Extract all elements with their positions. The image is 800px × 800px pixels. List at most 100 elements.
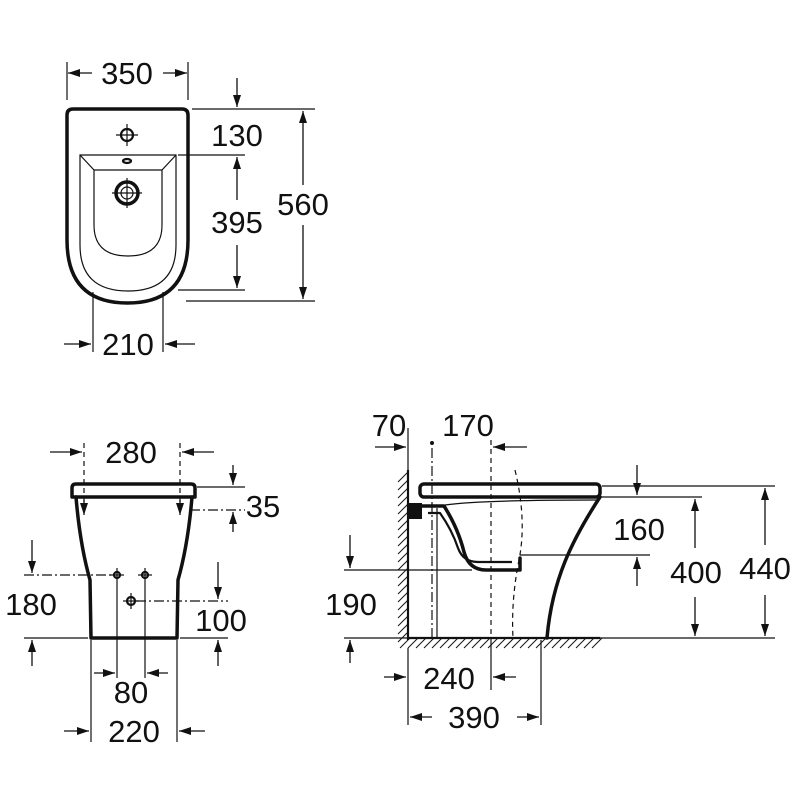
dimension-inlet-height-right: 100 xyxy=(136,562,247,666)
hatch-line xyxy=(397,479,409,491)
hatch-line xyxy=(407,637,419,649)
hatch-line xyxy=(397,503,409,515)
label-130: 130 xyxy=(211,118,263,153)
hatch-line xyxy=(455,637,467,649)
hatch-line xyxy=(479,637,491,649)
hatch-line xyxy=(503,637,515,649)
hatch-line xyxy=(397,623,409,635)
hatch-line xyxy=(397,599,409,611)
hatch-line xyxy=(487,637,499,649)
hatch-line xyxy=(591,637,603,649)
hatch-line xyxy=(397,575,409,587)
hatch-line xyxy=(397,495,409,507)
hatch-line xyxy=(519,637,531,649)
wall-connector xyxy=(408,503,422,519)
dimension-bowl-length: 395 xyxy=(178,154,263,291)
basin-corner-line xyxy=(161,154,177,171)
dimension-lid-height: 35 xyxy=(190,465,280,532)
label-350: 350 xyxy=(101,56,153,91)
dimension-width-top: 280 xyxy=(50,435,214,515)
label-560: 560 xyxy=(277,187,329,222)
hatch-line xyxy=(415,637,427,649)
hatch-line xyxy=(397,511,409,523)
top-view: 350 130 395 560 210 xyxy=(64,56,329,362)
label-440: 440 xyxy=(739,551,791,586)
hatch-line xyxy=(527,637,539,649)
label-170: 170 xyxy=(442,408,494,443)
hatch-line xyxy=(397,487,409,499)
dimension-width-overall: 350 xyxy=(66,56,189,100)
floor-hatching xyxy=(399,637,603,649)
hatch-line xyxy=(397,607,409,619)
hatch-line xyxy=(511,637,523,649)
hatch-line xyxy=(397,591,409,603)
hatch-line xyxy=(551,637,563,649)
front-view: 280 35 180 100 xyxy=(5,435,280,749)
hatch-line xyxy=(397,519,409,531)
dimension-outlet-height: 190 xyxy=(325,535,472,663)
hatch-line xyxy=(397,583,409,595)
label-100: 100 xyxy=(195,603,247,638)
hatch-line xyxy=(583,637,595,649)
label-395: 395 xyxy=(211,205,263,240)
tap-center-mark xyxy=(430,441,434,445)
hatch-line xyxy=(423,637,435,649)
label-240: 240 xyxy=(423,661,475,696)
dimension-tap-to-outlet: 170 xyxy=(442,408,527,451)
label-80: 80 xyxy=(114,675,148,710)
dimension-overall-height: 440 xyxy=(600,485,791,639)
hatch-line xyxy=(439,637,451,649)
body-front-profile xyxy=(545,495,602,640)
label-280: 280 xyxy=(105,435,157,470)
hatch-line xyxy=(447,637,459,649)
label-180: 180 xyxy=(5,587,57,622)
hatch-line xyxy=(397,551,409,563)
overflow-hole xyxy=(121,157,133,165)
hatch-line xyxy=(463,637,475,649)
hatch-line xyxy=(471,637,483,649)
dimension-wall-to-tap: 70 xyxy=(372,408,409,470)
bowl-basin-outline xyxy=(93,169,163,257)
wall-hatching xyxy=(397,471,409,643)
inlet-hole-left xyxy=(110,568,124,582)
label-190: 190 xyxy=(325,587,377,622)
basin-corner-line xyxy=(79,154,95,171)
hatch-line xyxy=(567,637,579,649)
inlet-hole-right xyxy=(138,568,152,582)
trap-inner-profile xyxy=(428,511,512,564)
bowl-hidden-edge xyxy=(512,469,523,639)
side-view: 70 170 160 400 440 xyxy=(325,408,791,735)
dimension-outlet-from-wall: 240 xyxy=(384,640,516,725)
dimension-inlet-spacing: 80 xyxy=(94,582,168,710)
lid-outline xyxy=(418,482,602,499)
bowl-rim-outline xyxy=(79,154,177,292)
hatch-line xyxy=(559,637,571,649)
rim-inner-line xyxy=(444,499,599,506)
hatch-line xyxy=(397,527,409,539)
bowl-outer-outline xyxy=(65,107,190,305)
hatch-line xyxy=(397,535,409,547)
body-outline xyxy=(74,495,194,640)
hatch-line xyxy=(397,631,409,643)
label-220: 220 xyxy=(108,714,160,749)
dimension-outlet-drop: 160 xyxy=(520,465,702,586)
dimension-base-width: 220 xyxy=(64,640,205,749)
hatch-line xyxy=(495,637,507,649)
hatch-line xyxy=(431,637,443,649)
trap-outer-profile xyxy=(418,504,522,572)
tap-hole xyxy=(116,124,138,146)
hatch-line xyxy=(543,637,555,649)
hatch-line xyxy=(397,543,409,555)
drain-hole xyxy=(112,178,142,208)
hatch-line xyxy=(397,615,409,627)
label-35: 35 xyxy=(246,489,280,524)
label-70: 70 xyxy=(372,408,406,443)
dimension-bowl-width: 210 xyxy=(64,292,195,362)
dimension-base-depth: 390 xyxy=(410,640,542,735)
hatch-line xyxy=(397,471,409,483)
label-210: 210 xyxy=(102,327,154,362)
label-390: 390 xyxy=(448,700,500,735)
dimension-tap-offset: 130 xyxy=(192,78,315,153)
dimension-rim-height: 400 xyxy=(670,499,722,636)
